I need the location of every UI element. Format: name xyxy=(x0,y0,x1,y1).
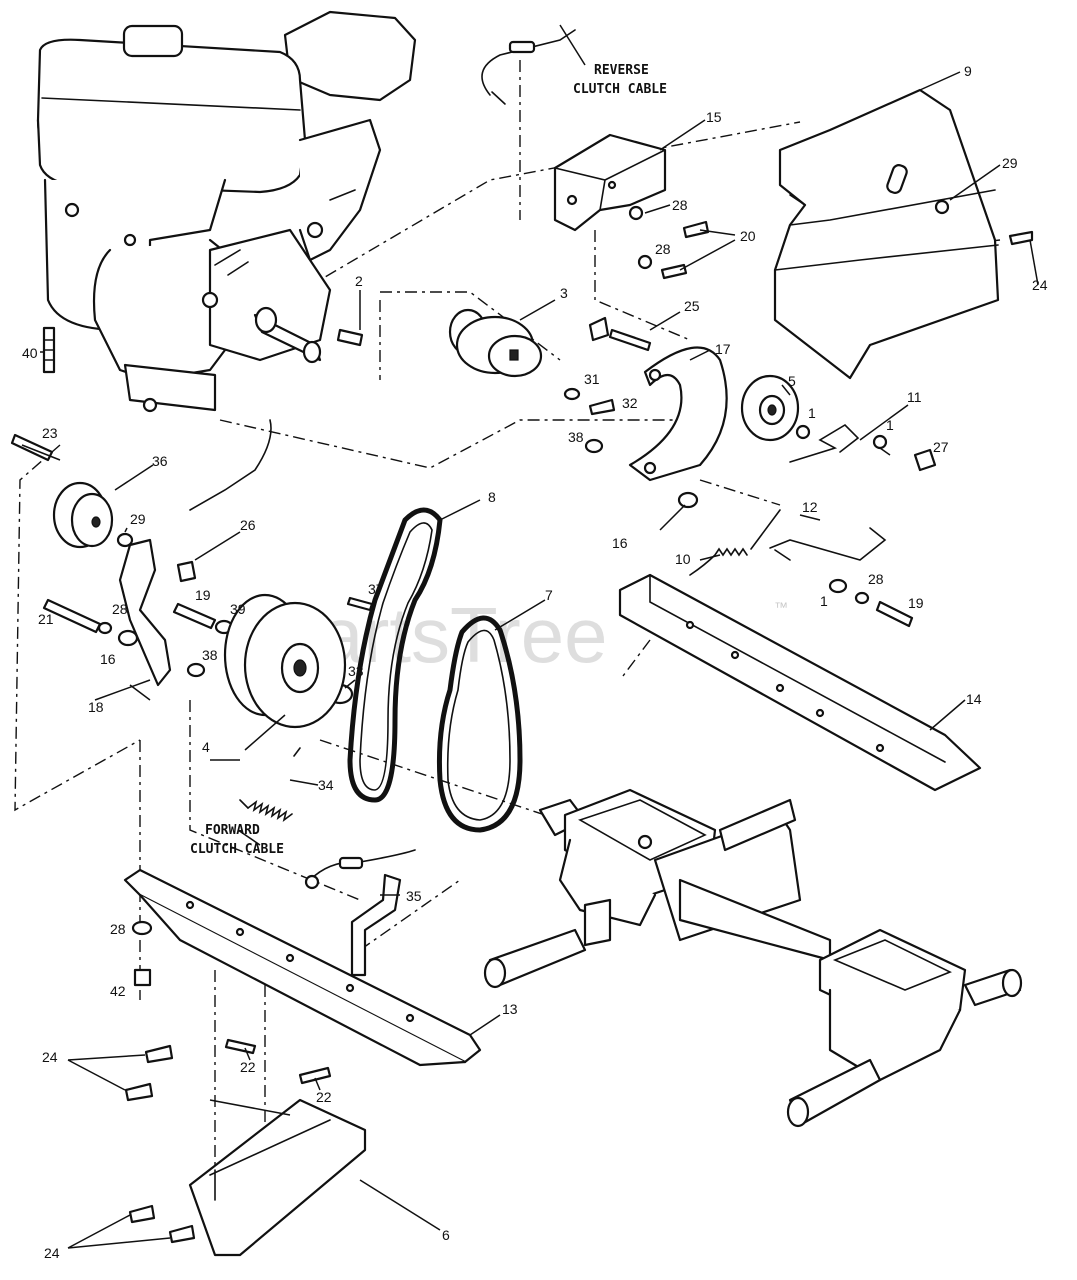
frame-14 xyxy=(618,573,982,792)
callout-19-a: 19 xyxy=(195,587,211,603)
callout-28-d: 28 xyxy=(112,601,128,617)
belt-7-inner xyxy=(446,629,511,821)
frame-13 xyxy=(123,868,482,1067)
rod-11 xyxy=(789,423,860,463)
shield-15 xyxy=(553,133,667,232)
reverse-cable-label-line2: CLUTCH CABLE xyxy=(573,82,667,97)
callout-39: 39 xyxy=(230,601,246,617)
callout-leaders xyxy=(21,24,1039,1249)
hardware xyxy=(10,205,1034,1244)
belt-8-inner xyxy=(359,522,433,791)
rod-12 xyxy=(769,527,887,561)
trademark-symbol: ™ xyxy=(774,599,788,615)
bracket-35 xyxy=(350,873,402,977)
callout-8: 8 xyxy=(488,489,496,505)
pulley-4 xyxy=(223,593,347,729)
callout-1-c: 1 xyxy=(820,593,828,609)
idler-bracket-17 xyxy=(628,346,728,482)
callout-38-a: 38 xyxy=(568,429,584,445)
callout-40: 40 xyxy=(22,345,38,361)
bracket-18 xyxy=(118,538,172,687)
callout-16-b: 16 xyxy=(100,651,116,667)
callout-1-b: 1 xyxy=(886,417,894,433)
callout-10: 10 xyxy=(675,551,691,567)
callout-22-b: 22 xyxy=(316,1089,332,1105)
callout-24-a: 24 xyxy=(1032,277,1048,293)
belt-cover-9 xyxy=(773,88,1000,380)
shield-6-fold xyxy=(209,1119,331,1201)
pulley-3 xyxy=(448,308,543,378)
reverse-clutch-cable xyxy=(481,29,576,105)
belt-8 xyxy=(347,507,443,803)
callout-3: 3 xyxy=(560,285,568,301)
transaxle xyxy=(483,788,1023,1128)
pulley-36 xyxy=(52,481,114,549)
callout-5: 5 xyxy=(788,373,796,389)
callout-34: 34 xyxy=(318,777,334,793)
callout-12: 12 xyxy=(802,499,818,515)
callout-37: 37 xyxy=(368,581,384,597)
spring-34-hook xyxy=(239,747,301,809)
callout-24-c: 24 xyxy=(44,1245,60,1261)
callout-6: 6 xyxy=(442,1227,450,1243)
callout-26: 26 xyxy=(240,517,256,533)
callout-28-a: 28 xyxy=(672,197,688,213)
callout-20: 20 xyxy=(740,228,756,244)
callout-38-b: 38 xyxy=(202,647,218,663)
callout-36: 36 xyxy=(152,453,168,469)
callout-14: 14 xyxy=(966,691,982,707)
callout-23: 23 xyxy=(42,425,58,441)
callout-15: 15 xyxy=(706,109,722,125)
belt-7 xyxy=(436,615,523,833)
callout-25: 25 xyxy=(684,298,700,314)
callout-31: 31 xyxy=(584,371,600,387)
callout-22-a: 22 xyxy=(240,1059,256,1075)
callout-21: 21 xyxy=(38,611,54,627)
callout-1-a: 1 xyxy=(808,405,816,421)
forward-cable-upper xyxy=(189,419,272,511)
reverse-cable-label-line1: REVERSE xyxy=(594,63,649,78)
callout-24-b: 24 xyxy=(42,1049,58,1065)
spring-34 xyxy=(247,800,293,822)
pulley-5 xyxy=(740,374,800,442)
callout-29: 29 xyxy=(130,511,146,527)
engine-assembly xyxy=(36,10,417,413)
callout-28-e: 28 xyxy=(110,921,126,937)
callout-16-a: 16 xyxy=(612,535,628,551)
callout-13: 13 xyxy=(502,1001,518,1017)
callout-19-b: 19 xyxy=(908,595,924,611)
callout-9: 9 xyxy=(964,63,972,79)
callout-18: 18 xyxy=(88,699,104,715)
callout-numbers: 9 15 29 28 28 20 24 2 3 25 17 40 31 5 32… xyxy=(22,63,1048,1261)
callout-11: 11 xyxy=(907,389,922,405)
callout-30: 29 xyxy=(1002,155,1018,171)
forward-cable-label-line1: FORWARD xyxy=(205,823,260,838)
callout-27: 27 xyxy=(933,439,949,455)
callout-2: 2 xyxy=(355,273,363,289)
shield-6 xyxy=(188,1098,367,1257)
callout-17: 17 xyxy=(715,341,731,357)
spring-10 xyxy=(689,509,781,576)
forward-cable-label-line2: CLUTCH CABLE xyxy=(190,842,284,857)
callout-42: 42 xyxy=(110,983,126,999)
forward-clutch-cable xyxy=(304,849,416,890)
callout-35: 35 xyxy=(406,888,422,904)
callout-28-b: 28 xyxy=(655,241,671,257)
callout-4: 4 xyxy=(202,739,210,755)
callout-33: 33 xyxy=(348,663,364,679)
callout-32: 32 xyxy=(622,395,638,411)
callout-7: 7 xyxy=(545,587,553,603)
callout-28-c: 28 xyxy=(868,571,884,587)
